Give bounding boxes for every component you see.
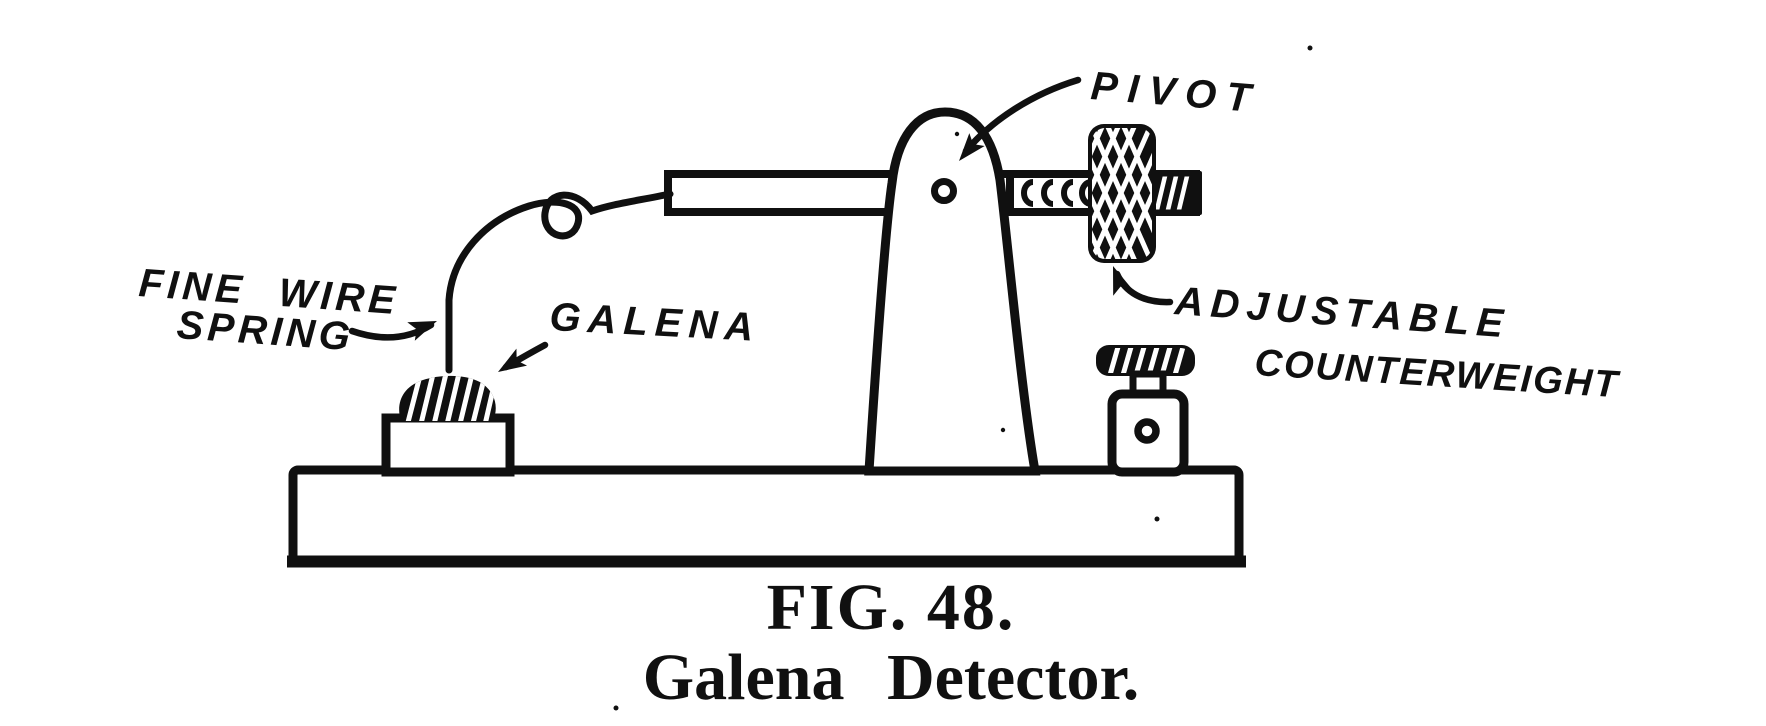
binding-post bbox=[1096, 345, 1195, 477]
label-adjustable: ADJUSTABLE bbox=[1172, 279, 1511, 346]
galena-arrowhead bbox=[498, 348, 528, 372]
spring-arrowhead bbox=[407, 321, 437, 341]
galena-crystal bbox=[399, 375, 496, 421]
base-board bbox=[288, 465, 1244, 567]
label-galena: GALENA bbox=[549, 295, 762, 350]
pivot-arrowhead bbox=[959, 133, 985, 161]
counterweight-arrowhead bbox=[1113, 266, 1132, 296]
crystal-cup bbox=[381, 413, 515, 477]
binding-post-hole bbox=[1134, 418, 1160, 444]
pivot-hole bbox=[931, 178, 957, 204]
counterweight-leader-line bbox=[1113, 270, 1174, 306]
thread-marks bbox=[1021, 179, 1092, 207]
figure-title: Galena Detector. bbox=[643, 641, 1139, 714]
device-drawing bbox=[287, 107, 1246, 568]
print-specks bbox=[613, 45, 1313, 711]
figure-caption: FIG. 48. Galena Detector. bbox=[643, 571, 1139, 714]
rod-end-flange bbox=[1190, 171, 1202, 215]
counterweight-knob bbox=[1088, 124, 1156, 263]
counterweight-knurl bbox=[1092, 128, 1152, 259]
figure-number: FIG. 48. bbox=[767, 571, 1016, 644]
label-pivot: PIVOT bbox=[1089, 64, 1262, 121]
wire-spring bbox=[445, 190, 674, 374]
label-counterweight: COUNTERWEIGHT bbox=[1253, 342, 1621, 406]
galena-hatch bbox=[403, 375, 496, 421]
pivot-standard bbox=[864, 107, 1041, 476]
pivot-leader-line bbox=[962, 76, 1082, 155]
